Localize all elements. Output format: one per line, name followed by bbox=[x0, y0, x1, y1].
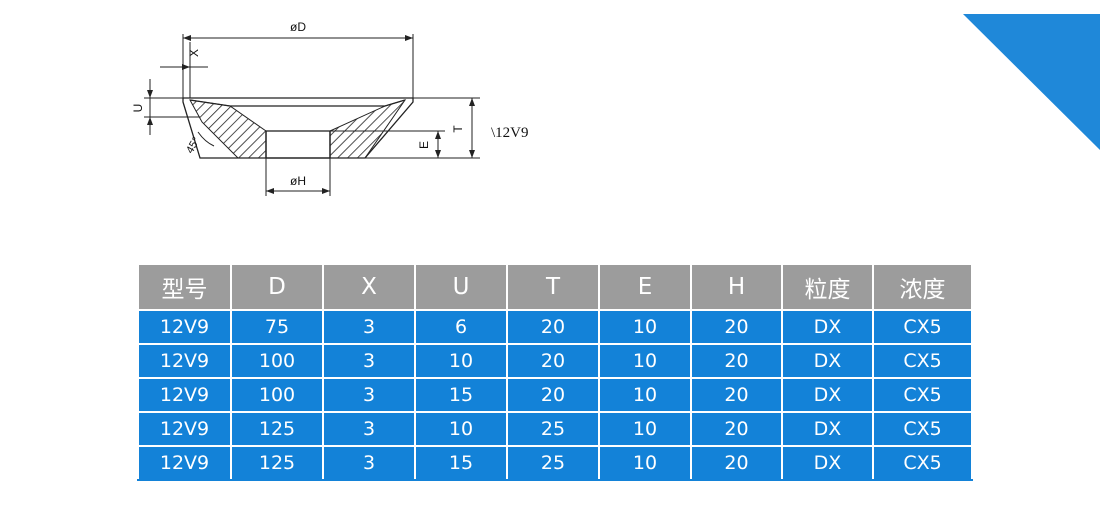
table-cell: 125 bbox=[230, 411, 324, 447]
table-row: 12V9 125 3 15 25 10 20 DX CX5 bbox=[137, 445, 973, 481]
table-cell: 125 bbox=[230, 445, 324, 481]
table-cell: DX bbox=[781, 445, 874, 481]
table-cell: 10 bbox=[414, 411, 508, 447]
table-row: 12V9 100 3 15 20 10 20 DX CX5 bbox=[137, 377, 973, 413]
table-cell: 20 bbox=[690, 309, 783, 345]
header-cell-u: U bbox=[414, 263, 508, 311]
table-cell: 25 bbox=[506, 411, 600, 447]
spec-table: 型号 D X U T E H 粒度 浓度 12V9 75 3 6 20 10 2… bbox=[137, 263, 973, 481]
header-cell-grit: 粒度 bbox=[781, 263, 874, 311]
table-cell: 15 bbox=[414, 445, 508, 481]
table-cell: 10 bbox=[598, 377, 692, 413]
table-cell: CX5 bbox=[872, 343, 973, 379]
label-angle: 45° bbox=[184, 135, 203, 155]
table-cell: 100 bbox=[230, 343, 324, 379]
table-cell: 100 bbox=[230, 377, 324, 413]
table-cell: 75 bbox=[230, 309, 324, 345]
table-cell: 12V9 bbox=[137, 445, 232, 481]
table-cell: DX bbox=[781, 411, 874, 447]
table-cell: 20 bbox=[506, 309, 600, 345]
label-x: X bbox=[187, 49, 201, 57]
header-cell-d: D bbox=[230, 263, 324, 311]
table-cell: 3 bbox=[322, 377, 416, 413]
table-row: 12V9 75 3 6 20 10 20 DX CX5 bbox=[137, 309, 973, 345]
table-cell: 6 bbox=[414, 309, 508, 345]
table-row: 12V9 100 3 10 20 10 20 DX CX5 bbox=[137, 343, 973, 379]
header-cell-model: 型号 bbox=[137, 263, 232, 311]
table-cell: DX bbox=[781, 309, 874, 345]
wheel-drawing: øD X U 45° T E øH \12V9 bbox=[131, 20, 529, 196]
table-cell: 25 bbox=[506, 445, 600, 481]
table-cell: DX bbox=[781, 343, 874, 379]
table-cell: 10 bbox=[414, 343, 508, 379]
header-cell-h: H bbox=[690, 263, 783, 311]
header-cell-t: T bbox=[506, 263, 600, 311]
table-cell: 10 bbox=[598, 343, 692, 379]
table-cell: 10 bbox=[598, 445, 692, 481]
table-cell: 20 bbox=[690, 377, 783, 413]
table-cell: 12V9 bbox=[137, 377, 232, 413]
table-header-row: 型号 D X U T E H 粒度 浓度 bbox=[137, 263, 973, 311]
table-cell: 10 bbox=[598, 411, 692, 447]
table-cell: 20 bbox=[690, 343, 783, 379]
table-cell: 20 bbox=[690, 445, 783, 481]
table-cell: CX5 bbox=[872, 377, 973, 413]
table-cell: CX5 bbox=[872, 411, 973, 447]
table-cell: 3 bbox=[322, 309, 416, 345]
label-h: øH bbox=[290, 174, 306, 188]
table-cell: 15 bbox=[414, 377, 508, 413]
label-u: U bbox=[131, 104, 145, 113]
table-cell: 20 bbox=[506, 343, 600, 379]
header-cell-concentration: 浓度 bbox=[872, 263, 973, 311]
table-cell: 3 bbox=[322, 445, 416, 481]
table-cell: 20 bbox=[506, 377, 600, 413]
table-cell: DX bbox=[781, 377, 874, 413]
table-cell: CX5 bbox=[872, 445, 973, 481]
label-t: T bbox=[451, 125, 465, 133]
table-cell: 12V9 bbox=[137, 411, 232, 447]
table-cell: CX5 bbox=[872, 309, 973, 345]
label-d: øD bbox=[290, 20, 306, 34]
table-cell: 12V9 bbox=[137, 343, 232, 379]
table-cell: 10 bbox=[598, 309, 692, 345]
header-cell-x: X bbox=[322, 263, 416, 311]
header-cell-e: E bbox=[598, 263, 692, 311]
table-row: 12V9 125 3 10 25 10 20 DX CX5 bbox=[137, 411, 973, 447]
label-e: E bbox=[417, 141, 431, 149]
table-cell: 3 bbox=[322, 411, 416, 447]
table-cell: 20 bbox=[690, 411, 783, 447]
table-cell: 3 bbox=[322, 343, 416, 379]
table-cell: 12V9 bbox=[137, 309, 232, 345]
model-tag: \12V9 bbox=[491, 125, 529, 141]
